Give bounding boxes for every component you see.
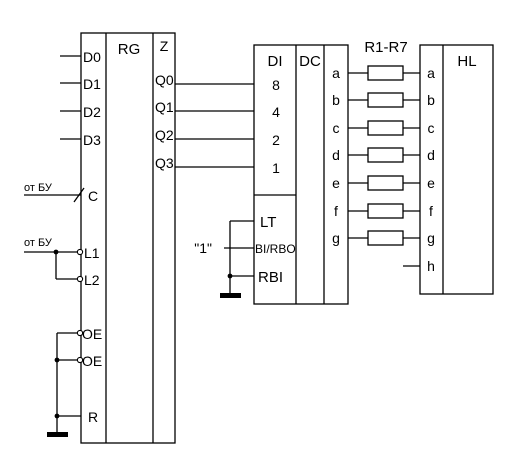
decoder-body: [253, 44, 349, 305]
display-body: [419, 44, 494, 295]
dc-seg-c: c: [333, 120, 340, 136]
resistor-c: [367, 120, 404, 136]
pin-q2: Q2: [155, 127, 174, 143]
pin-oe1: OE: [82, 326, 102, 342]
dc-seg-d: d: [332, 147, 340, 163]
load-junction-dot: [53, 249, 59, 255]
rbi-junction-dot: [227, 273, 233, 279]
pin-bi-rbo: BI/RBO: [255, 242, 296, 256]
l1-inversion-bubble: [76, 248, 84, 256]
pin-d3: D3: [83, 132, 101, 148]
decoder-title: DC: [299, 53, 321, 70]
hl-pin-f: f: [429, 203, 433, 219]
pin-r: R: [88, 409, 98, 425]
clock-source-label: от БУ: [24, 182, 53, 194]
display-title: HL: [457, 53, 476, 70]
decoder-input-label: DI: [268, 53, 283, 70]
register-title: RG: [118, 41, 141, 58]
pin-l1: L1: [84, 245, 100, 261]
pin-c: C: [88, 188, 98, 204]
resistor-g: [367, 230, 404, 246]
pin-oe2: OE: [82, 353, 102, 369]
resistor-d: [367, 147, 404, 163]
decoder-chip: DI DC 8 4 2 1 "1" LT BI/RBO RBI a b c d …: [194, 44, 349, 305]
hl-pin-h: h: [427, 258, 435, 274]
pin-q0: Q0: [155, 72, 174, 88]
constant-one-label: "1": [194, 240, 212, 256]
dc-seg-f: f: [334, 203, 338, 219]
r-junction-dot: [54, 413, 60, 419]
hl-pin-d: d: [427, 147, 435, 163]
oe-junction-dot: [54, 357, 60, 363]
dc-seg-a: a: [332, 65, 340, 81]
resistor-label: R1-R7: [364, 39, 407, 56]
decoder-ground-symbol: [220, 293, 241, 298]
oe2-inversion-bubble: [76, 356, 84, 364]
weight-8: 8: [272, 77, 280, 93]
hl-pin-e: e: [427, 175, 435, 191]
dc-seg-b: b: [332, 92, 340, 108]
resistor-array: R1-R7: [348, 39, 420, 267]
l2-inversion-bubble: [76, 275, 84, 283]
hl-pin-c: c: [428, 120, 435, 136]
register-ground-symbol: [47, 432, 68, 437]
resistor-b: [367, 92, 404, 108]
register-body: [80, 32, 176, 444]
data-bus: [175, 83, 254, 168]
dc-seg-e: e: [332, 175, 340, 191]
pin-l2: L2: [84, 272, 100, 288]
pin-d2: D2: [83, 104, 101, 120]
resistor-f: [367, 203, 404, 219]
weight-1: 1: [272, 160, 280, 176]
resistor-a: [367, 65, 404, 81]
weight-4: 4: [272, 104, 280, 120]
pin-q1: Q1: [155, 99, 174, 115]
pin-d0: D0: [83, 49, 101, 65]
load-source-label: от БУ: [24, 237, 53, 249]
hl-pin-b: b: [427, 92, 435, 108]
resistor-e: [367, 175, 404, 191]
hl-pin-g: g: [427, 230, 435, 246]
register-chip: RG Z D0 D1 D2 D3 от БУ C от БУ L1 L2: [24, 32, 176, 444]
weight-2: 2: [272, 132, 280, 148]
clock-edge-mark: [73, 187, 85, 203]
display-chip: HL a b c d e f g h: [419, 44, 494, 295]
pin-rbi: RBI: [258, 269, 283, 286]
dc-seg-g: g: [332, 230, 340, 246]
oe1-inversion-bubble: [76, 329, 84, 337]
register-z-label: Z: [160, 38, 169, 54]
pin-q3: Q3: [155, 155, 174, 171]
pin-d1: D1: [83, 76, 101, 92]
hl-pin-a: a: [427, 65, 435, 81]
pin-lt: LT: [260, 214, 276, 231]
